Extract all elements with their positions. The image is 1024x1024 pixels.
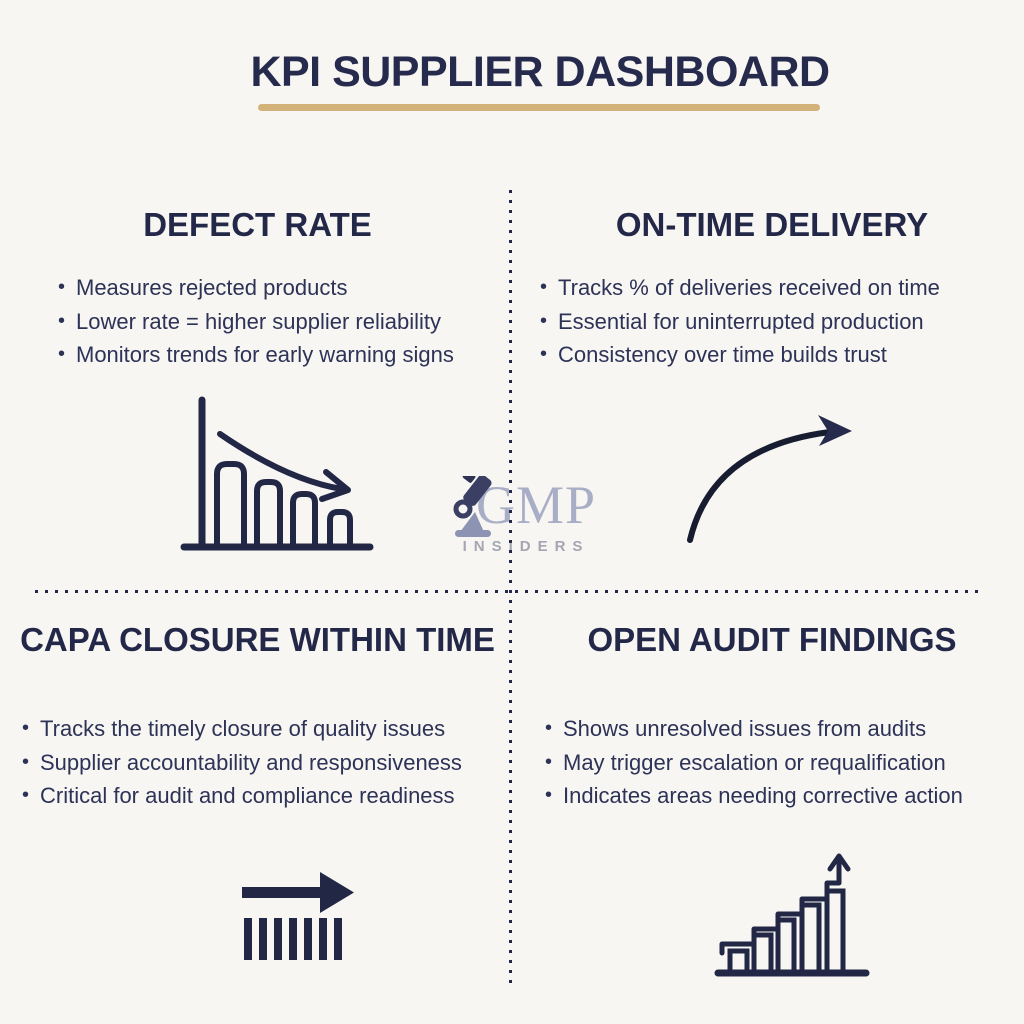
microscope-icon (453, 476, 492, 537)
rising-curve-arrow-icon (687, 415, 852, 543)
bullet-list: Tracks % of deliveries received on time … (532, 271, 1012, 372)
brand-name: GMP (475, 475, 597, 535)
title-underline (258, 104, 820, 111)
bullet-list: Shows unresolved issues from audits May … (532, 712, 1012, 813)
bullet-text: Shows unresolved issues from audits (563, 716, 927, 741)
bullet-list: Measures rejected products Lower rate = … (30, 271, 485, 372)
quadrant-capa-closure: CAPA CLOSURE WITHIN TIME Tracks the time… (10, 620, 505, 813)
list-item: Shows unresolved issues from audits (545, 712, 1012, 746)
declining-bar-chart-arrow-icon (180, 396, 374, 551)
brand-row: GMP (448, 474, 598, 538)
bullet-text: Lower rate = higher supplier reliability (76, 308, 442, 334)
bullet-text: Consistency over time builds trust (558, 342, 887, 367)
quadrant-title: ON-TIME DELIVERY (615, 206, 929, 243)
list-item: Measures rejected products (58, 271, 485, 305)
quadrant-defect-rate: DEFECT RATE Measures rejected products L… (30, 205, 485, 372)
list-item: Indicates areas needing corrective actio… (545, 779, 1012, 813)
ascending-bar-chart-arrow-icon (714, 853, 870, 977)
list-item: Monitors trends for early warning signs (58, 338, 485, 372)
quadrant-title: CAPA CLOSURE WITHIN TIME (20, 621, 495, 658)
list-item: Tracks the timely closure of quality iss… (22, 712, 505, 746)
horizontal-dotted-divider (35, 590, 985, 593)
list-item: Tracks % of deliveries received on time (540, 271, 1012, 305)
vertical-dotted-divider (509, 190, 512, 985)
quadrant-on-time-delivery: ON-TIME DELIVERY Tracks % of deliveries … (532, 205, 1012, 372)
quadrant-open-audit-findings: OPEN AUDIT FINDINGS Shows unresolved iss… (532, 620, 1012, 813)
bullet-list: Tracks the timely closure of quality iss… (10, 712, 505, 813)
watermark-logo: GMP INSIDERS (448, 474, 598, 555)
bullet-text: Critical for audit and compliance readin… (40, 783, 455, 808)
list-item: Essential for uninterrupted production (540, 305, 1012, 339)
header: KPI SUPPLIER DASHBOARD (28, 50, 1024, 94)
quadrant-title: DEFECT RATE (143, 206, 372, 243)
list-item: Critical for audit and compliance readin… (22, 779, 505, 813)
page-title: KPI SUPPLIER DASHBOARD (250, 48, 830, 96)
bullet-text: Measures rejected products (76, 275, 348, 300)
brand-subtitle: INSIDERS (462, 538, 590, 555)
bullet-text: Supplier accountability and responsivene… (40, 749, 462, 775)
bullet-text: Essential for uninterrupted production (558, 308, 924, 334)
list-item: Supplier accountability and responsivene… (22, 746, 505, 780)
bullet-text: Tracks % of deliveries received on time (558, 275, 940, 300)
bullet-text: Monitors trends for early warning signs (76, 342, 454, 367)
list-item: Lower rate = higher supplier reliability (58, 305, 485, 339)
list-item: May trigger escalation or requalificatio… (545, 746, 1012, 780)
list-item: Consistency over time builds trust (540, 338, 1012, 372)
bullet-text: Tracks the timely closure of quality iss… (40, 716, 446, 741)
quadrant-title: OPEN AUDIT FINDINGS (587, 621, 957, 658)
bullet-text: May trigger escalation or requalificatio… (563, 749, 946, 775)
bullet-text: Indicates areas needing corrective actio… (563, 783, 963, 808)
right-arrow-tally-bars-icon (242, 872, 354, 960)
